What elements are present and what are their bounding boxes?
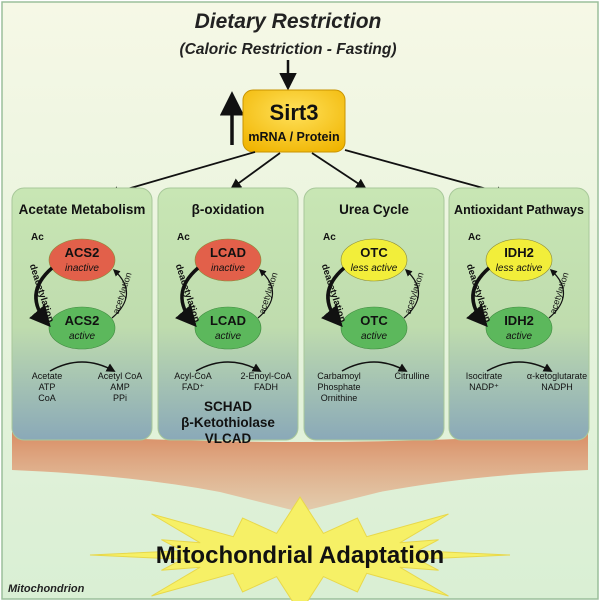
additional-enzyme-label: SCHAD xyxy=(204,399,252,414)
additional-enzyme-label: β-Ketothiolase xyxy=(181,415,275,430)
adaptation-label: Mitochondrial Adaptation xyxy=(156,542,444,569)
top-enzyme-state: less active xyxy=(351,263,398,274)
adaptation-funnel xyxy=(12,432,588,512)
bottom-enzyme-ellipse xyxy=(340,306,408,350)
product-label: Acetyl CoA xyxy=(98,371,143,381)
acetylation-arrow xyxy=(257,269,274,319)
sirt3-box xyxy=(242,89,346,153)
substrate-label: Ornithine xyxy=(321,393,358,403)
reaction-arrow xyxy=(195,361,262,372)
product-label: NADPH xyxy=(541,382,573,392)
mitochondrion-label: Mitochondrion xyxy=(8,583,85,595)
acetyl-group-label: Ac xyxy=(177,232,190,243)
top-enzyme-name: ACS2 xyxy=(65,245,100,260)
top-enzyme-ellipse xyxy=(485,238,553,282)
reaction-arrow xyxy=(341,361,408,372)
bottom-enzyme-ellipse xyxy=(48,306,116,350)
reaction-arrow xyxy=(49,361,116,372)
substrate-label: ATP xyxy=(39,382,56,392)
top-enzyme-ellipse xyxy=(194,238,262,282)
substrate-label: Carbamoyl xyxy=(317,371,361,381)
product-label: FADH xyxy=(254,382,278,392)
substrate-label: NADP⁺ xyxy=(469,382,499,392)
bottom-enzyme-name: IDH2 xyxy=(504,313,534,328)
bottom-enzyme-state: active xyxy=(506,331,533,342)
panel-title: Antioxidant Pathways xyxy=(454,203,584,217)
panel-title: β-oxidation xyxy=(192,202,265,217)
acetyl-group-label: Ac xyxy=(31,232,44,243)
product-label: Citrulline xyxy=(394,371,429,381)
product-label: AMP xyxy=(110,382,130,392)
branch-arrow-urea xyxy=(311,152,367,190)
product-label: α-ketoglutarate xyxy=(527,371,587,381)
bottom-enzyme-ellipse xyxy=(194,306,262,350)
top-enzyme-state: inactive xyxy=(211,263,245,274)
sirt3-subtitle: mRNA / Protein xyxy=(248,130,339,144)
bottom-enzyme-state: active xyxy=(361,331,388,342)
panel-title: Acetate Metabolism xyxy=(19,202,146,217)
acetyl-group-label: Ac xyxy=(323,232,336,243)
product-label: 2-Enoyl-CoA xyxy=(240,371,291,381)
branch-arrow-antioxidant xyxy=(344,149,508,197)
acetylation-arrow xyxy=(548,269,565,319)
substrate-label: FAD⁺ xyxy=(182,382,205,392)
bottom-enzyme-ellipse xyxy=(485,306,553,350)
substrate-label: CoA xyxy=(38,393,56,403)
top-enzyme-state: inactive xyxy=(65,263,99,274)
diet-title: Dietary Restriction xyxy=(195,10,382,33)
pathway-panel: β-oxidationAcLCADinactiveLCADactivedeace… xyxy=(157,187,299,446)
top-enzyme-state: less active xyxy=(496,263,543,274)
acetyl-group-label: Ac xyxy=(468,232,481,243)
top-enzyme-name: LCAD xyxy=(210,245,246,260)
deacetylation-arrow xyxy=(175,266,200,328)
bottom-enzyme-name: LCAD xyxy=(210,313,246,328)
additional-enzyme-label: VLCAD xyxy=(205,431,252,446)
acetylation-arrow xyxy=(111,269,128,319)
bottom-enzyme-name: ACS2 xyxy=(65,313,100,328)
substrate-label: Isocitrate xyxy=(466,371,503,381)
sirt3-name: Sirt3 xyxy=(270,100,319,125)
deacetylation-arrow xyxy=(321,266,346,328)
substrate-label: Acyl-CoA xyxy=(174,371,212,381)
reaction-arrow xyxy=(486,361,553,372)
branch-arrow-acetate xyxy=(107,151,256,197)
top-enzyme-name: OTC xyxy=(360,245,388,260)
bottom-enzyme-state: active xyxy=(69,331,96,342)
deacetylation-arrow xyxy=(29,266,54,328)
diet-subtitle: (Caloric Restriction - Fasting) xyxy=(179,41,396,58)
bottom-enzyme-name: OTC xyxy=(360,313,388,328)
substrate-label: Acetate xyxy=(32,371,63,381)
panel-title: Urea Cycle xyxy=(339,202,409,217)
adaptation-starburst xyxy=(89,496,511,606)
substrate-label: Phosphate xyxy=(317,382,360,392)
deacetylation-arrow xyxy=(466,266,491,328)
pathway-panel: Acetate MetabolismAcACS2inactiveACS2acti… xyxy=(11,187,153,441)
acetylation-arrow xyxy=(403,269,420,319)
bottom-enzyme-state: active xyxy=(215,331,242,342)
pathway-panels: Acetate MetabolismAcACS2inactiveACS2acti… xyxy=(11,187,590,446)
top-enzyme-name: IDH2 xyxy=(504,245,534,260)
product-label: PPi xyxy=(113,393,127,403)
top-enzyme-ellipse xyxy=(340,238,408,282)
top-enzyme-ellipse xyxy=(48,238,116,282)
branch-arrow-beta-oxidation xyxy=(230,152,281,190)
